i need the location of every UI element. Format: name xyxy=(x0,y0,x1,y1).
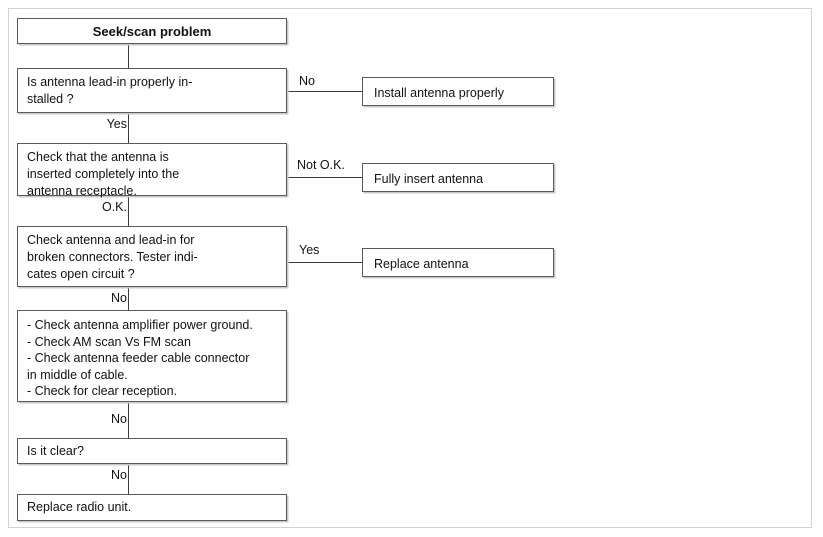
connector-q1-to-install xyxy=(287,91,362,92)
node-replace-radio-unit-label: Replace radio unit. xyxy=(27,500,132,514)
node-question-antenna-lead-in-label: Is antenna lead-in properly in- stalled … xyxy=(27,75,193,106)
connector-q3-to-checklist xyxy=(128,287,129,310)
node-check-antenna-inserted-label: Check that the antenna is inserted compl… xyxy=(27,150,180,198)
edge-label-q2-not-ok: Not O.K. xyxy=(296,158,346,172)
node-replace-radio-unit[interactable]: Replace radio unit. xyxy=(17,494,287,521)
edge-label-q3-yes: Yes xyxy=(298,243,321,257)
node-is-it-clear-label: Is it clear? xyxy=(27,444,84,458)
edge-label-checklist-no: No xyxy=(92,412,128,426)
connector-q4-to-end xyxy=(128,464,129,494)
node-fully-insert-antenna[interactable]: Fully insert antenna xyxy=(362,163,554,192)
node-check-broken-connectors-label: Check antenna and lead-in for broken con… xyxy=(27,233,198,281)
node-question-antenna-lead-in[interactable]: Is antenna lead-in properly in- stalled … xyxy=(17,68,287,113)
edge-label-q4-no: No xyxy=(92,468,128,482)
node-is-it-clear[interactable]: Is it clear? xyxy=(17,438,287,464)
edge-label-q1-no: No xyxy=(298,74,316,88)
node-seek-scan-problem-label: Seek/scan problem xyxy=(92,24,212,39)
edge-label-q3-no: No xyxy=(92,291,128,305)
node-check-broken-connectors[interactable]: Check antenna and lead-in for broken con… xyxy=(17,226,287,287)
node-checklist[interactable]: - Check antenna amplifier power ground. … xyxy=(17,310,287,402)
connector-q3-to-replace-antenna xyxy=(287,262,362,263)
node-replace-antenna-label: Replace antenna xyxy=(374,257,469,271)
node-fully-insert-antenna-label: Fully insert antenna xyxy=(374,172,484,186)
edge-label-q1-yes: Yes xyxy=(92,117,128,131)
node-install-antenna-properly-label: Install antenna properly xyxy=(374,86,504,100)
connector-q2-to-fully-insert xyxy=(287,177,362,178)
edge-label-q2-ok: O.K. xyxy=(82,200,128,214)
node-install-antenna-properly[interactable]: Install antenna properly xyxy=(362,77,554,106)
connector-start-to-q1 xyxy=(128,43,129,68)
node-seek-scan-problem[interactable]: Seek/scan problem xyxy=(17,18,287,44)
connector-checklist-to-q4 xyxy=(128,402,129,438)
connector-q1-to-q2 xyxy=(128,113,129,143)
connector-q2-to-q3 xyxy=(128,196,129,226)
node-checklist-label: - Check antenna amplifier power ground. … xyxy=(27,318,253,398)
node-check-antenna-inserted[interactable]: Check that the antenna is inserted compl… xyxy=(17,143,287,198)
node-replace-antenna[interactable]: Replace antenna xyxy=(362,248,554,277)
